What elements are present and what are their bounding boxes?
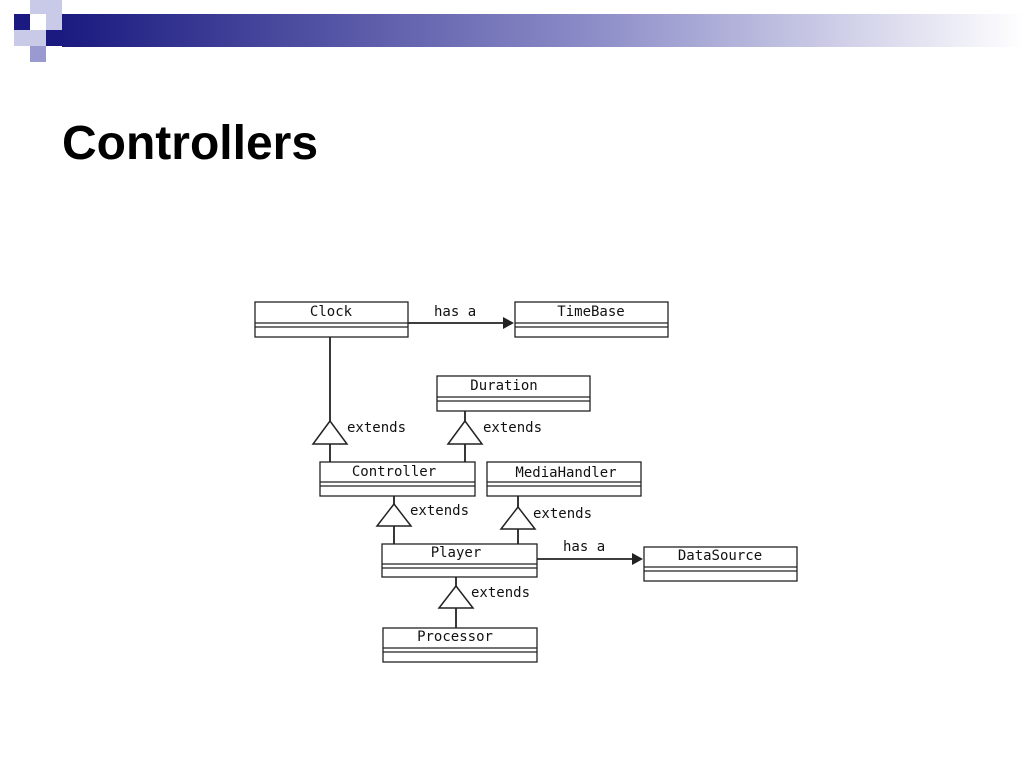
class-box-clock: Clock — [254, 301, 409, 338]
relation-label-player-mediahandler: extends — [533, 506, 592, 522]
inheritance-triangle-icon — [311, 419, 349, 445]
class-name-mediahandler: MediaHandler — [515, 465, 616, 481]
class-name-duration: Duration — [470, 378, 537, 394]
relation-label-player-datasource: has a — [563, 539, 605, 555]
header-square — [46, 14, 62, 30]
class-name-clock: Clock — [310, 304, 353, 320]
header-square — [14, 30, 30, 46]
inheritance-triangle-icon — [499, 505, 537, 530]
header-decoration — [14, 0, 1024, 62]
relation-label-clock-timebase: has a — [434, 304, 476, 320]
class-name-timebase: TimeBase — [557, 304, 624, 320]
class-box-processor: Processor — [382, 627, 538, 663]
header-square — [30, 46, 46, 62]
relation-label-controller-clock: extends — [347, 420, 406, 436]
header-gradient-bar — [62, 14, 1024, 47]
inheritance-triangle-icon — [446, 419, 484, 445]
header-square — [14, 14, 30, 30]
class-name-processor: Processor — [417, 629, 493, 645]
class-box-controller: Controller — [319, 461, 476, 497]
class-box-duration: Duration — [436, 375, 591, 412]
arrowhead-icon — [632, 553, 643, 565]
inheritance-triangle-icon — [375, 502, 413, 527]
class-box-player: Player — [381, 543, 538, 578]
header-square — [46, 0, 62, 14]
header-square — [30, 14, 46, 30]
inheritance-triangle-icon — [437, 584, 475, 609]
relation-label-processor-player: extends — [471, 585, 530, 601]
class-box-timebase: TimeBase — [514, 301, 669, 338]
header-square — [30, 30, 46, 46]
relation-label-controller-duration: extends — [483, 420, 542, 436]
class-box-datasource: DataSource — [643, 546, 798, 582]
class-box-mediahandler: MediaHandler — [486, 461, 642, 497]
class-name-datasource: DataSource — [678, 548, 762, 564]
class-name-player: Player — [431, 545, 482, 561]
class-name-controller: Controller — [352, 464, 436, 480]
header-square — [46, 30, 62, 46]
slide-title: Controllers — [62, 117, 319, 170]
relation-label-player-controller: extends — [410, 503, 469, 519]
arrowhead-icon — [503, 317, 514, 329]
header-square — [30, 0, 46, 14]
